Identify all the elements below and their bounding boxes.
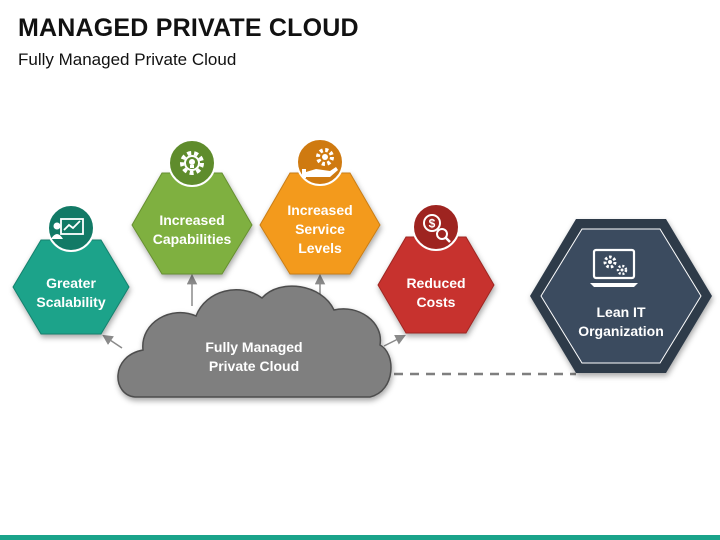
node-lean-it-organization: Lean IT Organization <box>530 219 712 373</box>
node-label-line2: Service <box>295 221 345 237</box>
node-reduced-costs: $ Reduced Costs <box>377 203 495 334</box>
page-title: MANAGED PRIVATE CLOUD <box>18 14 359 42</box>
node-label-line1: Greater <box>46 275 96 291</box>
node-label-line2: Organization <box>578 323 664 339</box>
node-label-line2: Capabilities <box>153 231 232 247</box>
node-increased-capabilities: Increased Capabilities <box>131 139 253 275</box>
node-label-line1: Increased <box>159 212 224 228</box>
connector-costs <box>383 335 406 347</box>
node-label-line1: Reduced <box>406 275 465 291</box>
dollar-magnifier-icon: $ <box>412 203 460 251</box>
cloud-label-line2: Private Cloud <box>209 358 299 374</box>
gear-bulb-icon <box>168 139 216 187</box>
connector-scalability <box>102 334 123 349</box>
footer-accent-bar <box>0 535 720 540</box>
monitor-gears-icon <box>590 248 638 287</box>
page-subtitle: Fully Managed Private Cloud <box>18 50 237 69</box>
growth-chart-icon <box>47 204 95 252</box>
cloud-shape <box>117 285 392 398</box>
svg-text:$: $ <box>429 217 436 231</box>
node-increased-service-levels: Increased Service Levels <box>259 138 381 275</box>
node-label-line3: Levels <box>298 240 342 256</box>
cloud-label-line1: Fully Managed <box>205 339 302 355</box>
node-label-line1: Increased <box>287 202 352 218</box>
node-greater-scalability: Greater Scalability <box>12 204 130 335</box>
node-label-line1: Lean IT <box>596 304 645 320</box>
connectors <box>102 273 576 376</box>
node-label-line2: Costs <box>417 294 456 310</box>
node-label-line2: Scalability <box>36 294 105 310</box>
gear-hand-icon <box>296 138 344 186</box>
